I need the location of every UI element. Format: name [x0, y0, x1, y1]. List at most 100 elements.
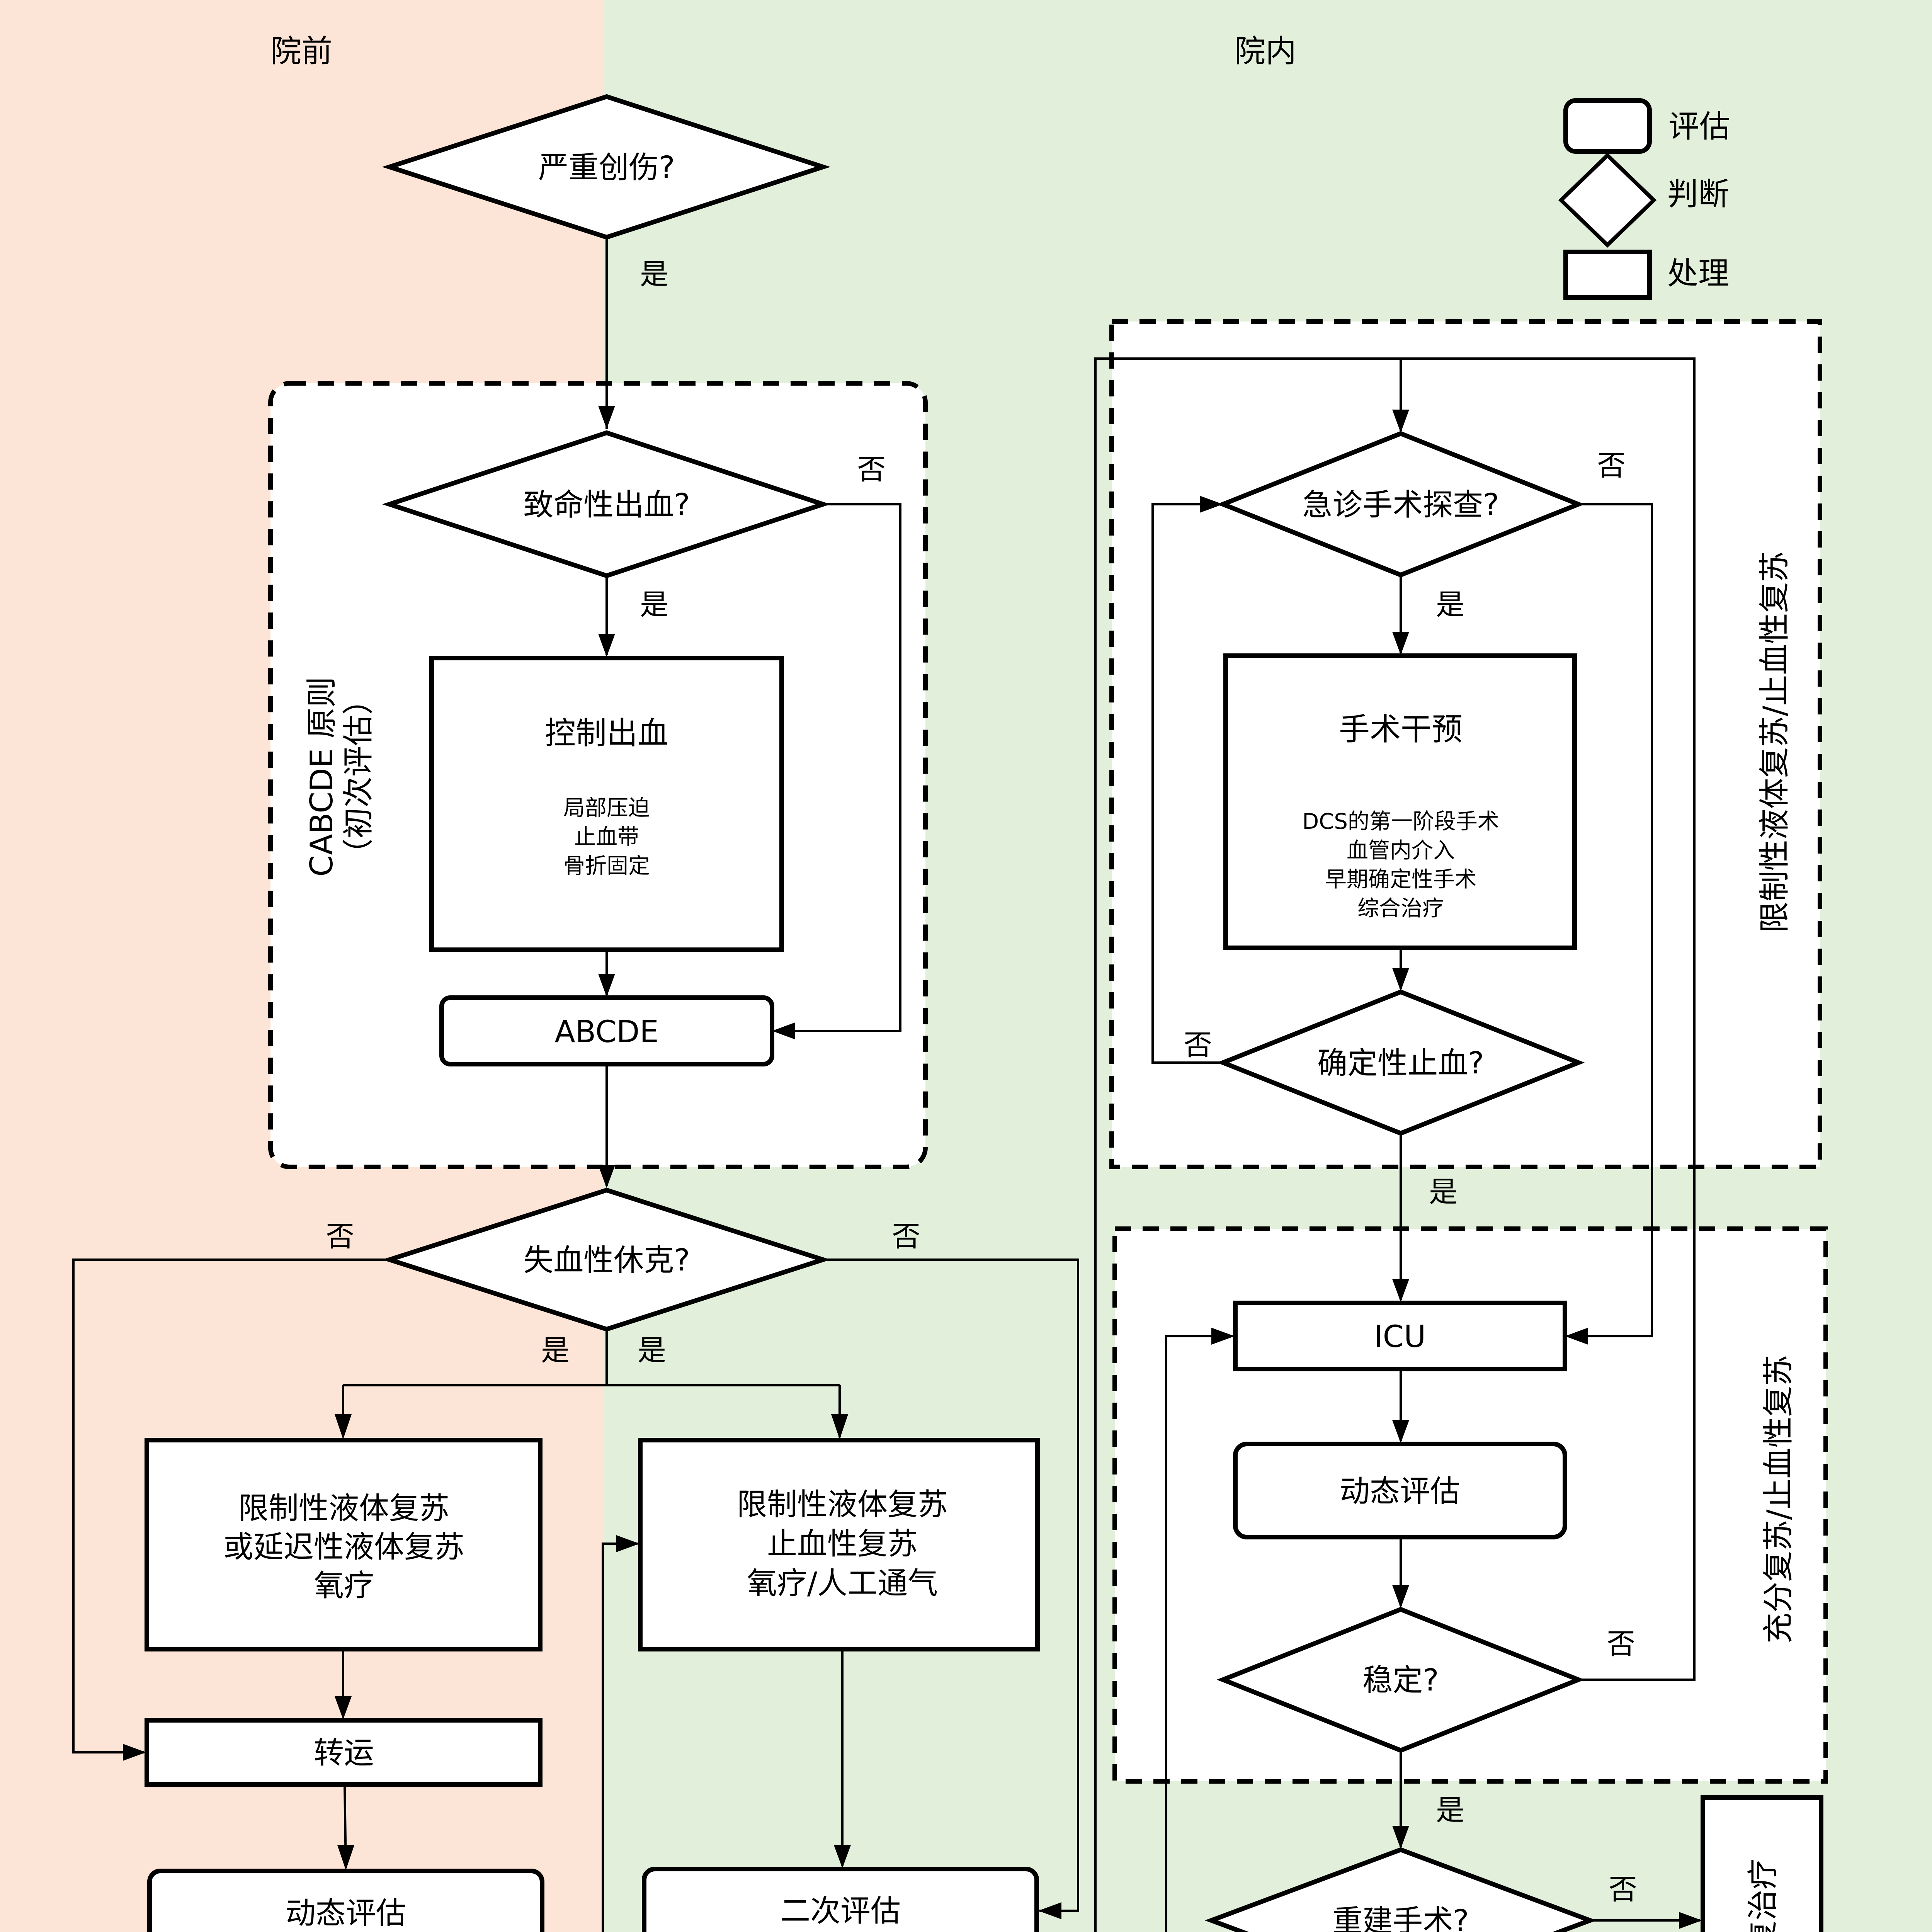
lane-title-prehospital: 院前 [270, 33, 332, 69]
abcde-label: ABCDE [554, 1015, 658, 1049]
decision-fatal-bleeding[interactable] [382, 430, 831, 578]
assess-dynamic-left[interactable] [147, 1869, 544, 1932]
arrowheads [123, 406, 1702, 1929]
edge-label-no: 否 [857, 453, 886, 486]
edge-definitive-no-loop [1151, 503, 1223, 1064]
legend-assess-shape [1563, 98, 1652, 154]
edge-label-no: 否 [326, 1220, 354, 1253]
process-control-bleeding[interactable] [429, 656, 784, 952]
edge-shock-yes-split [342, 1331, 841, 1437]
dynamic-assess-left-label: 动态评估 [286, 1896, 406, 1931]
decision-stable[interactable] [1216, 1607, 1585, 1753]
stable-label: 稳定? [1362, 1663, 1439, 1698]
arrowhead [616, 1535, 639, 1552]
edge-label-yes: 是 [638, 1334, 666, 1367]
process-prehospital-resus[interactable] [145, 1438, 543, 1651]
arrowhead [598, 634, 615, 657]
decision-definitive-hemostasis[interactable] [1216, 989, 1585, 1136]
arrowhead [335, 1414, 352, 1439]
edge-label-no: 否 [1607, 1628, 1635, 1661]
assess-abcde[interactable] [439, 995, 774, 1066]
decision-reconstruction[interactable] [1204, 1847, 1597, 1932]
decision-hemorrhagic-shock[interactable] [382, 1187, 831, 1332]
arrowhead [1565, 1328, 1588, 1345]
arrowhead [834, 1845, 851, 1868]
process-inhospital-resus[interactable] [638, 1438, 1040, 1651]
assess-dynamic-right[interactable] [1233, 1442, 1567, 1539]
control-bleeding-item: 局部压迫 [563, 796, 650, 821]
legend-assess-label: 评估 [1668, 109, 1730, 145]
arrowhead [123, 1744, 146, 1761]
group-label-cabcde: CABCDE 原则 （初次评估） [304, 677, 376, 877]
arrowhead [1211, 1328, 1235, 1345]
group-label-cabcde-line1: CABCDE 原则 [304, 677, 340, 877]
arrowhead [1392, 632, 1409, 655]
arrowhead [1200, 496, 1223, 513]
decision-severe-trauma[interactable] [382, 94, 831, 240]
transport-label: 转运 [314, 1736, 374, 1770]
inhospital-resus-line: 氧疗/人工通气 [747, 1566, 938, 1601]
definitive-hemostasis-label: 确定性止血? [1317, 1046, 1484, 1081]
control-bleeding-item: 止血带 [574, 825, 639, 850]
assess-secondary[interactable] [642, 1867, 1039, 1932]
edge-label-no: 否 [1609, 1873, 1637, 1906]
arrowhead [772, 1022, 795, 1039]
edge-label-yes: 是 [1436, 588, 1464, 621]
arrowhead [1392, 1279, 1409, 1302]
surgery-item: 血管内介入 [1347, 838, 1455, 863]
arrowhead [1392, 1826, 1409, 1849]
icu-label: ICU [1374, 1320, 1426, 1354]
edge-shock-no-to-transport [72, 1259, 388, 1753]
legend-process-label: 处理 [1667, 255, 1729, 291]
legend-process-shape [1563, 250, 1652, 300]
arrowhead [1038, 1902, 1061, 1919]
process-rehab[interactable] [1701, 1795, 1823, 1932]
arrowhead [337, 1845, 354, 1870]
edge-label-no: 否 [1184, 1029, 1212, 1062]
prehospital-resus-line: 氧疗 [314, 1568, 374, 1603]
arrowhead [1392, 1420, 1409, 1443]
arrowhead [1679, 1912, 1702, 1929]
decision-emergency-explore[interactable] [1216, 431, 1585, 578]
control-bleeding-title: 控制出血 [545, 715, 668, 751]
surgery-item: 早期确定性手术 [1325, 867, 1476, 892]
arrowhead [1392, 1585, 1409, 1608]
arrowhead [1392, 968, 1409, 991]
rehab-label: 康复治疗 [1745, 1859, 1781, 1932]
edge-secondary-loop [1094, 357, 1696, 1932]
arrowhead [598, 406, 615, 429]
edge-label-yes: 是 [541, 1334, 570, 1367]
surgery-item: DCS的第一阶段手术 [1302, 809, 1499, 834]
secondary-assess-label: 二次评估 [780, 1894, 901, 1929]
legend-decide-shape [1558, 153, 1657, 248]
surgery-item: 综合治疗 [1357, 896, 1444, 921]
arrowhead [831, 1414, 848, 1439]
hemorrhagic-shock-label: 失血性休克? [523, 1243, 690, 1278]
process-icu[interactable] [1233, 1301, 1567, 1371]
edge-label-yes: 是 [640, 588, 668, 621]
dynamic-assess-right-label: 动态评估 [1340, 1474, 1460, 1509]
severe-trauma-label: 严重创伤? [538, 150, 675, 185]
control-bleeding-item: 骨折固定 [563, 854, 650, 879]
legend: 评估 判断 处理 [1558, 98, 1730, 300]
process-surgery[interactable] [1223, 653, 1577, 950]
group-label-full-resus: 充分复苏/止血性复苏 [1760, 1355, 1796, 1644]
prehospital-resus-line: 限制性液体复苏 [238, 1491, 449, 1526]
edge-label-yes: 是 [640, 258, 668, 291]
surgery-title: 手术干预 [1339, 711, 1463, 747]
edge-label-no: 否 [1597, 449, 1626, 482]
inhospital-resus-line: 止血性复苏 [767, 1527, 918, 1561]
group-label-cabcde-line2: （初次评估） [340, 684, 376, 869]
arrowhead [1392, 410, 1409, 433]
connectors [72, 238, 1700, 1932]
process-transport[interactable] [145, 1718, 543, 1787]
edge-explore-no-to-icu [1567, 503, 1653, 1337]
fatal-bleeding-label: 致命性出血? [523, 488, 690, 522]
edge-fatal-no-to-abcde [775, 503, 901, 1032]
reconstruction-label: 重建手术? [1332, 1904, 1469, 1932]
legend-decide-label: 判断 [1667, 176, 1729, 212]
arrowhead [335, 1696, 352, 1719]
prehospital-resus-line: 或延迟性液体复苏 [223, 1530, 464, 1565]
arrowhead [598, 1165, 615, 1188]
